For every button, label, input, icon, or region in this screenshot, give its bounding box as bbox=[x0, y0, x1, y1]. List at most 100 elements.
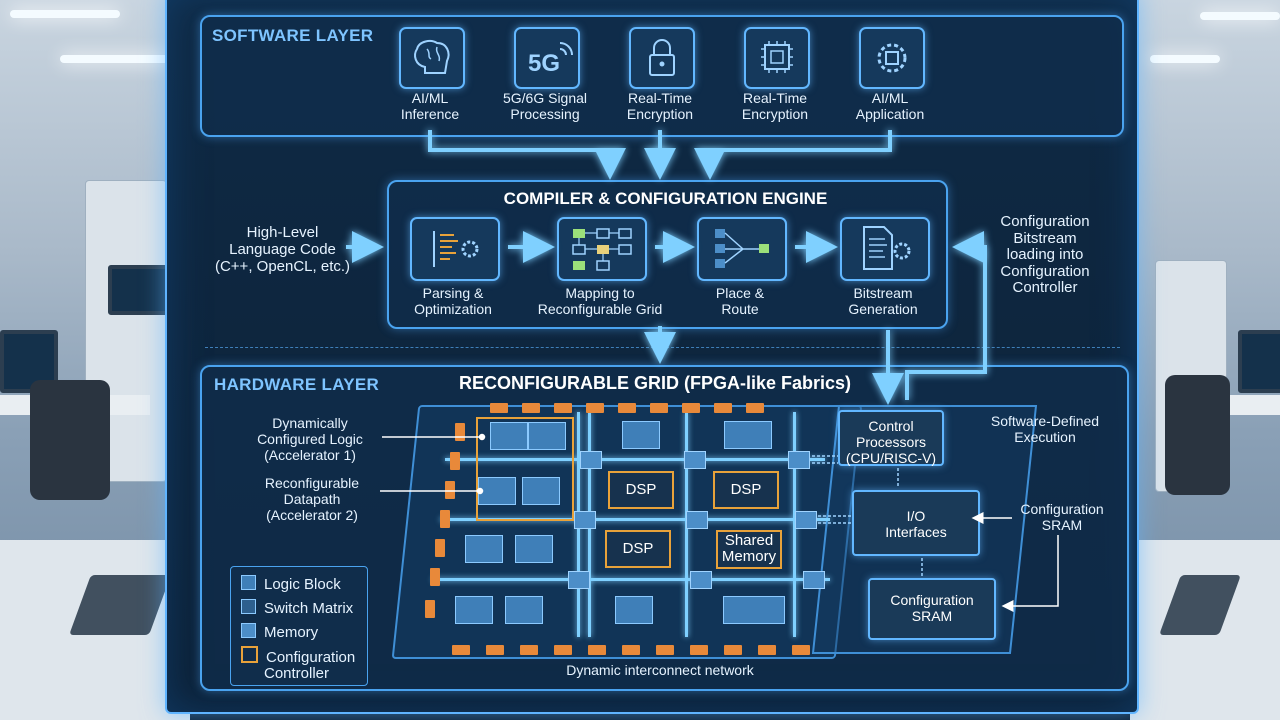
stage-label-line1: Mapping to bbox=[565, 285, 635, 301]
legend-label: Switch Matrix bbox=[264, 600, 354, 617]
legend-item-switch-matrix: Switch Matrix bbox=[241, 599, 353, 617]
interconnect-line bbox=[432, 578, 830, 581]
interconnect-line bbox=[793, 412, 796, 637]
gear-chip-icon bbox=[859, 27, 925, 89]
switch-matrix bbox=[795, 511, 817, 529]
switch-matrix bbox=[803, 571, 825, 589]
switch-matrix bbox=[568, 571, 590, 589]
ceiling-light bbox=[10, 10, 120, 18]
stage-label-line1: Bitstream bbox=[853, 285, 913, 301]
callout-line: Execution bbox=[1014, 429, 1076, 445]
control-line: (CPU/RISC-V) bbox=[845, 450, 937, 466]
app-label-line2: Processing bbox=[510, 106, 580, 122]
logic-block bbox=[515, 535, 553, 563]
code-gear-icon bbox=[410, 217, 500, 281]
lab-chair bbox=[30, 380, 110, 500]
legend-swatch bbox=[241, 575, 256, 590]
app-label-line1: 5G/6G Signal bbox=[502, 90, 588, 106]
background-lab-right bbox=[1130, 0, 1280, 720]
callout-line: Configuration bbox=[1020, 501, 1104, 517]
sram-line: SRAM bbox=[911, 608, 953, 624]
io-pad bbox=[554, 645, 572, 655]
layer-separator bbox=[205, 347, 1120, 348]
note-line: Configuration bbox=[1000, 213, 1090, 230]
io-pad bbox=[714, 403, 732, 413]
io-pad bbox=[490, 403, 508, 413]
5g-icon: 5G bbox=[514, 27, 580, 89]
callout-line: Software-Defined bbox=[990, 413, 1100, 429]
stage-label-line2: Generation bbox=[848, 301, 918, 317]
stage-label-line2: Reconfigurable Grid bbox=[537, 301, 663, 317]
software-layer-title: SOFTWARE LAYER bbox=[212, 26, 374, 45]
hardware-layer-title: HARDWARE LAYER bbox=[214, 375, 380, 394]
legend-item-memory: Memory bbox=[241, 623, 318, 641]
callout-line: (Accelerator 2) bbox=[266, 507, 358, 523]
ceiling-light bbox=[1150, 55, 1220, 63]
io-pad bbox=[425, 600, 435, 618]
app-label-line1: AI/ML bbox=[411, 90, 449, 106]
app-label-line2: Application bbox=[855, 106, 925, 122]
shared-memory-line: Shared bbox=[724, 532, 774, 549]
dsp-block: DSP bbox=[608, 471, 674, 509]
io-pad bbox=[486, 645, 504, 655]
io-pad bbox=[450, 452, 460, 470]
legend-label: Logic Block bbox=[264, 576, 341, 593]
logic-block bbox=[490, 422, 528, 450]
logic-block bbox=[528, 422, 566, 450]
stage-label: Parsing &Optimization bbox=[396, 285, 510, 317]
control-line: Processors bbox=[855, 434, 927, 450]
document-gear-icon bbox=[840, 217, 930, 281]
legend-swatch bbox=[241, 623, 256, 638]
io-pad bbox=[435, 539, 445, 557]
sram-line: Configuration bbox=[890, 592, 974, 608]
app-label-line2: Encryption bbox=[626, 106, 694, 122]
chip-icon bbox=[744, 27, 810, 89]
logic-block bbox=[455, 596, 493, 624]
io-pad bbox=[724, 645, 742, 655]
io-pad bbox=[554, 403, 572, 413]
note-line: loading into bbox=[1006, 246, 1084, 263]
grid-map-icon bbox=[557, 217, 647, 281]
io-pad bbox=[586, 403, 604, 413]
io-pad bbox=[445, 481, 455, 499]
note-line: Controller bbox=[1012, 279, 1078, 296]
stage-label-line1: Place & bbox=[715, 285, 765, 301]
legend-item-logic-block: Logic Block bbox=[241, 575, 341, 593]
logic-block bbox=[478, 477, 516, 505]
io-pad bbox=[682, 403, 700, 413]
logic-block bbox=[522, 477, 560, 505]
dsp-block: DSP bbox=[713, 471, 779, 509]
io-pad bbox=[618, 403, 636, 413]
app-label-line1: AI/ML bbox=[871, 90, 909, 106]
ceiling-light bbox=[60, 55, 170, 63]
input-label-line: (C++, OpenCL, etc.) bbox=[214, 258, 351, 275]
lock-icon bbox=[629, 27, 695, 89]
ceiling-light bbox=[1200, 12, 1280, 20]
input-label-line: High-Level bbox=[246, 224, 319, 241]
callout-line: Datapath bbox=[283, 491, 341, 507]
logic-block bbox=[723, 596, 785, 624]
note-line: Configuration bbox=[1000, 262, 1090, 280]
switch-matrix bbox=[580, 451, 602, 469]
callout-line: (Accelerator 1) bbox=[264, 447, 356, 463]
io-pad bbox=[656, 645, 674, 655]
logic-block bbox=[724, 421, 772, 449]
callout-line: SRAM bbox=[1041, 517, 1083, 533]
io-pad bbox=[690, 645, 708, 655]
app-label-line1: Real-Time bbox=[627, 90, 693, 106]
io-pad bbox=[440, 510, 450, 528]
shared-memory-line: Memory bbox=[721, 548, 777, 565]
switch-matrix bbox=[690, 571, 712, 589]
control-line: Control bbox=[868, 418, 914, 434]
compiler-title: COMPILER & CONFIGURATION ENGINE bbox=[503, 189, 828, 208]
